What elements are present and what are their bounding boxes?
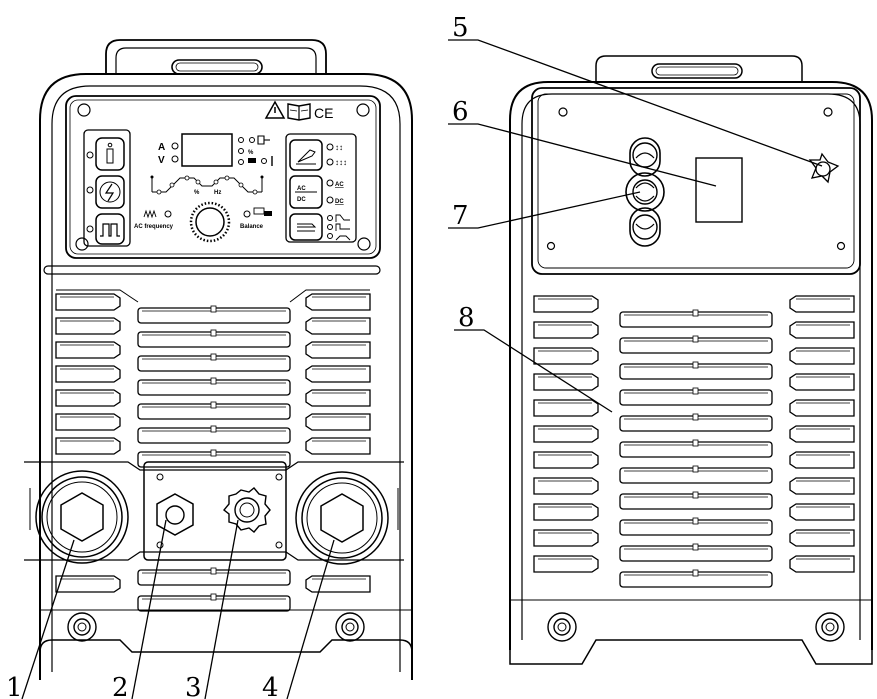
lightning-icon <box>99 181 121 203</box>
callout-8: 8 <box>458 303 475 333</box>
info-button[interactable] <box>95 137 125 171</box>
front-handle <box>105 39 327 74</box>
ac-dc-button-dc: DC <box>297 197 306 203</box>
digital-display <box>181 133 233 167</box>
process-mode-icons <box>335 214 351 241</box>
balance-icon <box>253 207 272 216</box>
front-vent-grille <box>55 289 371 468</box>
2t-icon: ↕↕ <box>335 143 343 152</box>
torch-button[interactable] <box>289 139 323 171</box>
hz-curve-label: Hz <box>214 190 221 196</box>
info-icon <box>106 142 114 164</box>
ac-option-label: AC <box>335 182 344 188</box>
mounting-screw-icon <box>77 103 91 117</box>
mode-button[interactable] <box>95 175 125 209</box>
pulse-icon <box>100 223 120 237</box>
positive-output-terminal[interactable] <box>295 471 389 565</box>
pct-curve-label: % <box>194 190 200 196</box>
callout-4: 4 <box>262 673 279 699</box>
gas-outlet-connector[interactable] <box>156 493 194 536</box>
callout-5: 5 <box>452 13 469 43</box>
callout-1: 1 <box>6 673 23 699</box>
process-button[interactable] <box>289 213 323 241</box>
ce-mark: CE <box>314 105 333 121</box>
manual-book-icon <box>287 103 311 121</box>
front-housing <box>39 73 413 680</box>
main-control-knob[interactable] <box>189 201 231 243</box>
electrode-icon <box>297 223 317 232</box>
rear-plate <box>531 87 861 275</box>
pulse-button[interactable] <box>95 213 125 245</box>
ac-frequency-icon <box>143 209 157 219</box>
callout-3: 3 <box>185 673 202 699</box>
power-cable-gland[interactable] <box>629 207 661 247</box>
rear-housing <box>509 81 873 650</box>
rear-mount-fixture <box>808 152 840 184</box>
front-view: CE <box>24 39 413 680</box>
ac-dc-button-ac: AC <box>297 186 306 192</box>
connector-plate <box>24 461 404 561</box>
warning-triangle-icon <box>264 100 286 119</box>
dc-option-label: DC <box>335 199 344 205</box>
ammeter-label: A <box>158 142 165 153</box>
screw-icon <box>67 612 97 642</box>
ac-dc-button[interactable]: AC DC <box>289 175 323 209</box>
rear-vent-grille <box>533 295 855 588</box>
balance-label: Balance <box>240 224 264 230</box>
parameter-curve: % Hz <box>150 175 264 196</box>
callout-7: 7 <box>452 201 469 231</box>
control-panel: CE <box>65 95 381 259</box>
4t-icon: ↕↕↕ <box>335 158 347 167</box>
plug-icon <box>257 135 270 145</box>
callout-2: 2 <box>112 673 129 699</box>
torch-icon <box>296 149 316 165</box>
power-switch[interactable] <box>625 172 665 212</box>
voltmeter-label: V <box>158 155 165 166</box>
negative-output-terminal[interactable] <box>35 470 129 564</box>
rating-nameplate <box>695 157 743 223</box>
ac-frequency-label: AC frequency <box>134 224 174 230</box>
callout-6: 6 <box>452 97 469 127</box>
pct-indicator-label: % <box>248 150 254 156</box>
rear-view <box>509 55 873 665</box>
front-lower-vents <box>55 567 371 612</box>
control-socket[interactable] <box>223 487 271 533</box>
callout-leaders <box>21 39 823 699</box>
